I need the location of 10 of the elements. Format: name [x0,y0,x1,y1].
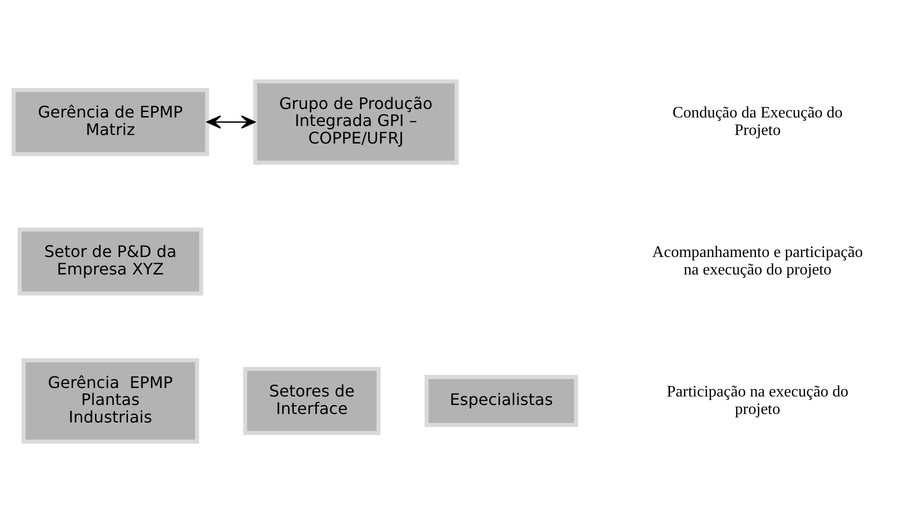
arrow [206,115,256,129]
label: Participação na execução do projeto [666,383,848,418]
node-box: Gerência de EPMP Matriz [12,88,210,156]
node-box: Grupo de Produção Integrada GPI – COPPE/UFRJ [253,79,459,165]
node-box: Especialistas [424,374,578,427]
node-box: Setor de P&D da Empresa XYZ [18,227,204,296]
node-box: Gerência EPMP Plantas Industriais [22,358,200,444]
label: Acompanhamento e participação na execução do projeto [652,244,863,278]
node-box: Setores de Interface [243,366,381,435]
label: Condução da Execução do Projeto [672,104,843,139]
